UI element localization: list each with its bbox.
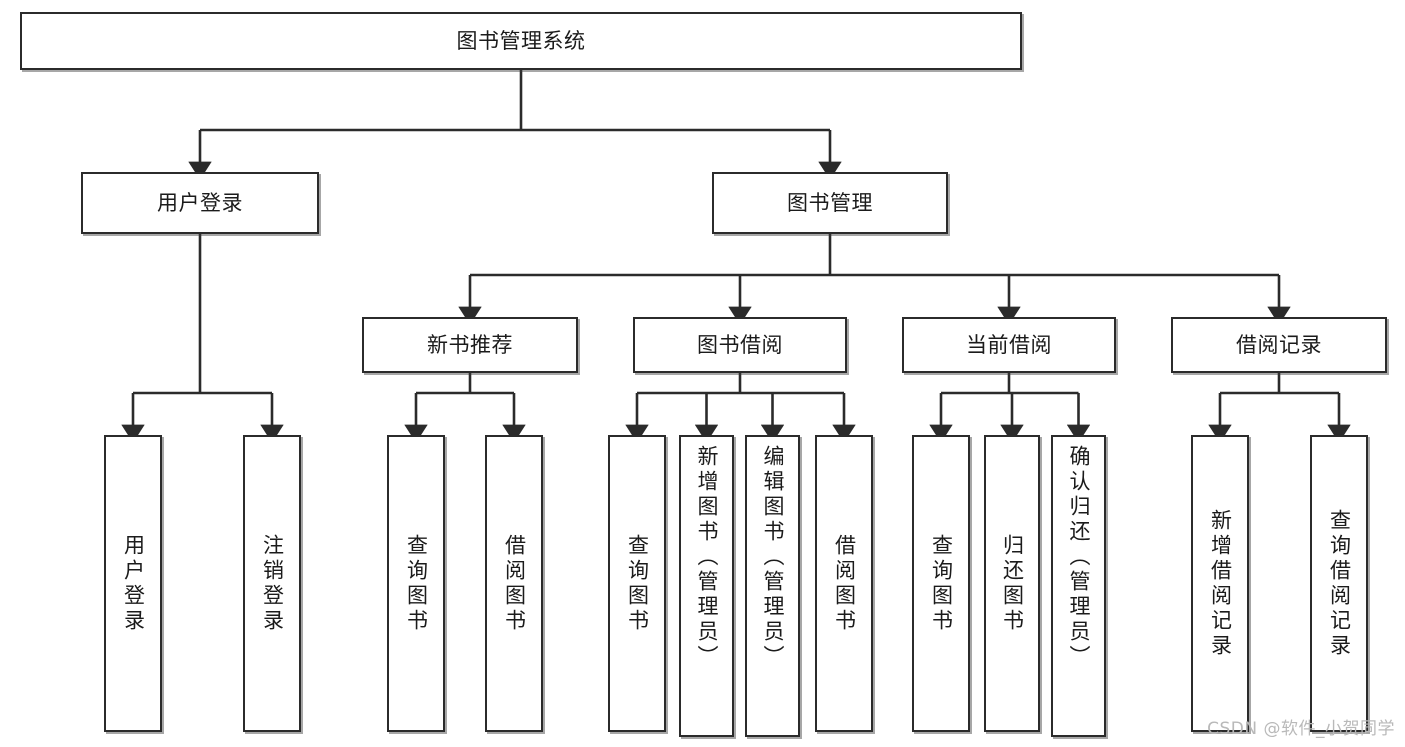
node-label: 归还图书 — [1000, 533, 1025, 634]
node-leaf-add-record[interactable]: 新增借阅记录 — [1191, 435, 1249, 732]
node-label: 用户登录 — [121, 533, 146, 634]
node-label: 编辑图书（管理员） — [761, 445, 785, 670]
node-leaf-confirm-return[interactable]: 确认归还（管理员） — [1051, 435, 1106, 737]
node-leaf-query-record[interactable]: 查询借阅记录 — [1310, 435, 1368, 732]
node-label: 当前借阅 — [966, 332, 1052, 357]
node-new-book-rec[interactable]: 新书推荐 — [362, 317, 578, 373]
node-label: 图书借阅 — [697, 332, 783, 357]
node-user-login[interactable]: 用户登录 — [81, 172, 319, 234]
node-label: 查询图书 — [625, 533, 650, 634]
node-label: 借阅图书 — [832, 533, 857, 634]
node-label: 图书管理系统 — [456, 28, 586, 53]
node-borrow-record[interactable]: 借阅记录 — [1171, 317, 1387, 373]
node-label: 新书推荐 — [427, 332, 513, 357]
node-leaf-query-book-3[interactable]: 查询图书 — [912, 435, 970, 732]
node-leaf-return-book[interactable]: 归还图书 — [984, 435, 1040, 732]
node-book-manage[interactable]: 图书管理 — [712, 172, 948, 234]
node-book-borrow[interactable]: 图书借阅 — [633, 317, 847, 373]
node-label: 查询借阅记录 — [1327, 508, 1352, 659]
node-label: 用户登录 — [157, 190, 243, 215]
node-label: 图书管理 — [787, 190, 873, 215]
node-label: 借阅记录 — [1236, 332, 1322, 357]
node-label: 新增借阅记录 — [1208, 508, 1233, 659]
node-label: 查询图书 — [404, 533, 429, 634]
node-leaf-logout[interactable]: 注销登录 — [243, 435, 301, 732]
node-label: 借阅图书 — [502, 533, 527, 634]
node-leaf-add-book[interactable]: 新增图书（管理员） — [679, 435, 734, 737]
node-leaf-query-book-2[interactable]: 查询图书 — [608, 435, 666, 732]
node-label: 确认归还（管理员） — [1067, 445, 1091, 670]
node-label: 查询图书 — [929, 533, 954, 634]
node-label: 新增图书（管理员） — [695, 445, 719, 670]
node-leaf-user-login[interactable]: 用户登录 — [104, 435, 162, 732]
node-leaf-edit-book[interactable]: 编辑图书（管理员） — [745, 435, 800, 737]
node-current-borrow[interactable]: 当前借阅 — [902, 317, 1116, 373]
node-root[interactable]: 图书管理系统 — [20, 12, 1022, 70]
node-leaf-borrow-book-2[interactable]: 借阅图书 — [815, 435, 873, 732]
node-label: 注销登录 — [260, 533, 285, 634]
node-leaf-borrow-book-1[interactable]: 借阅图书 — [485, 435, 543, 732]
node-leaf-query-book-1[interactable]: 查询图书 — [387, 435, 445, 732]
